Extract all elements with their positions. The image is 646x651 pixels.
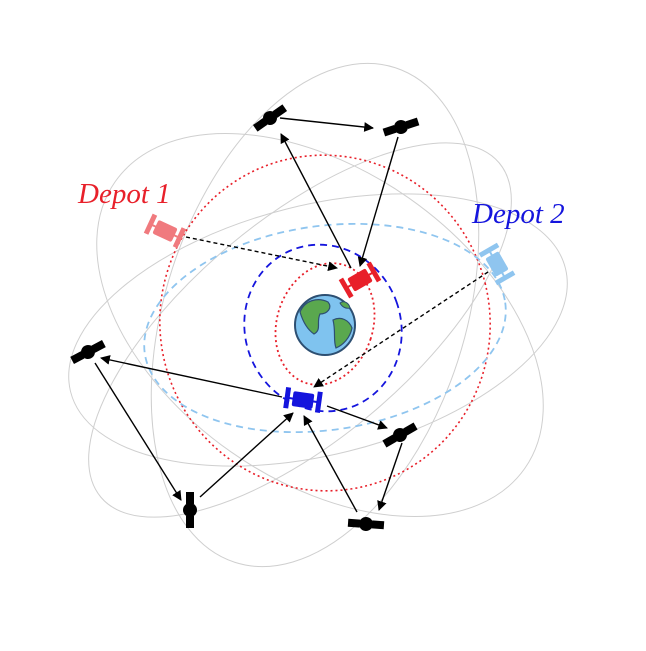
depot-1-servicer-icon (338, 261, 382, 299)
tour-arrow-4 (100, 355, 283, 398)
tour-arrow-9 (303, 415, 358, 513)
depot-2-service-orbit (243, 243, 403, 413)
depot-1-orbit (159, 154, 491, 492)
depot-1-satellite-icon (143, 213, 187, 249)
depot-2-tour-arrows (94, 355, 403, 513)
depot-2-orbit (143, 222, 507, 434)
tour-arrow-8 (377, 442, 403, 511)
tour-arrow-1 (280, 133, 352, 269)
depot-2-label: Depot 2 (472, 198, 565, 230)
depot-1-service-orbit (274, 262, 376, 386)
client-orbit-3 (96, 132, 544, 518)
tour-arrow-7 (326, 405, 388, 430)
depot-2-servicer-icon (282, 386, 324, 414)
satellite-icon (379, 418, 421, 452)
depot-1-tour-arrows (279, 117, 399, 269)
tour-arrow-5 (94, 362, 182, 501)
tour-arrow-2 (279, 117, 374, 132)
tour-arrow-6 (199, 412, 294, 498)
client-orbit-2 (68, 193, 568, 467)
satellite-icon (67, 336, 109, 368)
earth-icon (294, 294, 356, 356)
client-orbits (68, 62, 568, 568)
satellite-icon (346, 514, 386, 534)
depot-1-transfer-arrow (185, 236, 338, 272)
tour-arrow-3 (357, 136, 399, 267)
satellite-icon (182, 491, 198, 529)
client-orbit-1 (150, 62, 480, 568)
satellite-icon (380, 113, 422, 141)
depot-1-label: Depot 1 (78, 178, 171, 210)
